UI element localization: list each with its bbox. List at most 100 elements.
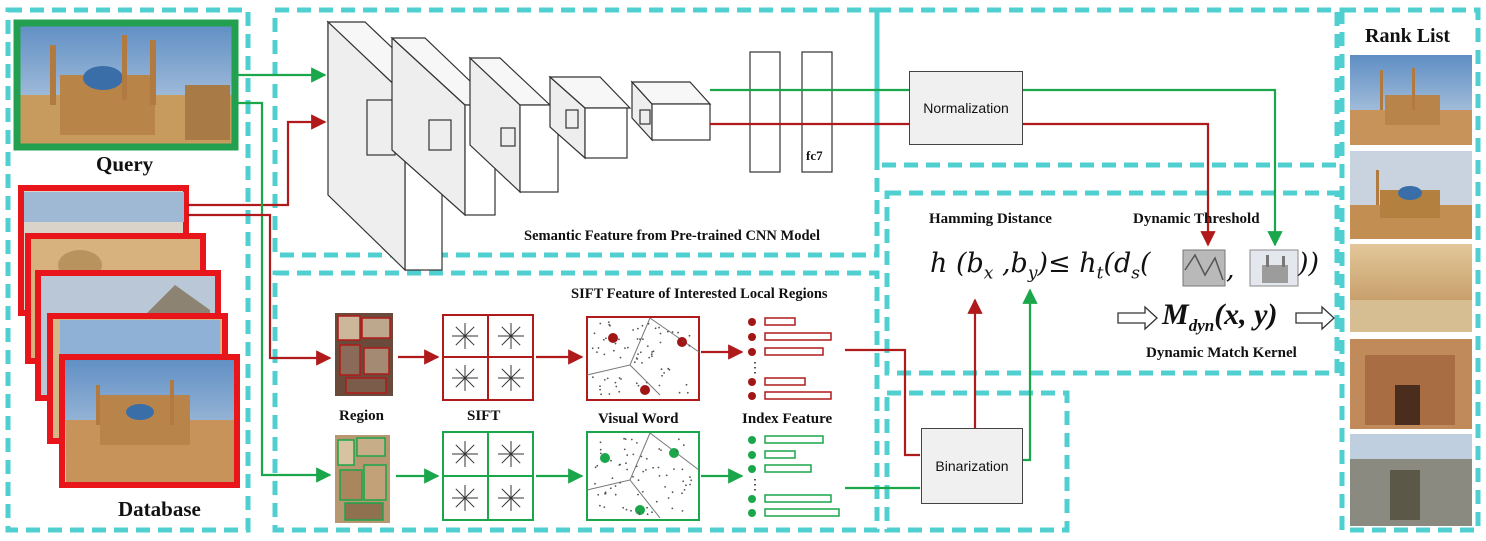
dynamic-threshold-label: Dynamic Threshold <box>1133 211 1260 227</box>
formula-mid: )≤ h <box>1037 248 1097 279</box>
scatter-point <box>599 388 601 391</box>
scatter-point <box>681 492 683 495</box>
scatter-point <box>640 455 643 458</box>
semantic-feature-label: Semantic Feature from Pre-trained CNN Mo… <box>524 228 820 244</box>
fc7-label: fc7 <box>806 148 823 163</box>
scatter-point <box>641 362 643 364</box>
scatter-point <box>689 476 691 478</box>
scatter-point <box>599 448 602 451</box>
scatter-point <box>654 327 657 330</box>
scatter-point <box>657 466 660 469</box>
formula-sub-x: x <box>983 263 994 284</box>
scatter-point <box>624 438 627 440</box>
binarization-box: Binarization <box>921 428 1023 504</box>
scatter-point <box>645 457 648 460</box>
scatter-point <box>642 470 645 473</box>
scatter-point <box>623 448 626 451</box>
scatter-point <box>664 486 666 488</box>
scatter-point <box>597 347 600 349</box>
scatter-point <box>651 355 653 358</box>
formula-close: )) <box>1298 248 1320 279</box>
scatter-point <box>635 465 638 468</box>
query-label: Query <box>96 152 154 176</box>
scatter-point <box>603 506 606 508</box>
sift-star-ray <box>510 335 521 346</box>
sift-star-ray <box>464 368 475 379</box>
scatter-point <box>636 338 639 340</box>
rank-list-label: Rank List <box>1365 25 1451 47</box>
rank-list-images <box>1350 55 1472 526</box>
sift-star-ray <box>501 497 512 508</box>
scatter-point <box>613 349 615 352</box>
scatter-point <box>689 483 691 486</box>
sift-descriptor-stars <box>452 323 524 511</box>
scatter-point <box>658 326 660 329</box>
kernel-arrows <box>1117 305 1335 331</box>
sift-star-ray <box>455 488 466 499</box>
scatter-point <box>625 508 628 511</box>
scatter-point <box>599 385 601 388</box>
sift-star-ray <box>510 444 521 455</box>
scatter-point <box>606 377 609 380</box>
sift-star-ray <box>464 335 475 346</box>
scatter-point <box>641 324 644 327</box>
scatter-point <box>671 491 674 494</box>
scatter-point <box>686 391 689 394</box>
sift-star-ray <box>464 444 475 455</box>
binarization-panel <box>884 390 1070 533</box>
scatter-point <box>681 468 684 471</box>
sift-star-ray <box>510 368 521 379</box>
scatter-point <box>635 357 638 360</box>
scatter-point <box>627 346 629 349</box>
scatter-point <box>604 491 607 494</box>
scatter-point <box>637 493 639 496</box>
scatter-point <box>655 500 658 503</box>
scatter-point <box>682 340 685 343</box>
scatter-point <box>639 338 641 341</box>
sift-star-ray <box>501 488 512 499</box>
scatter-point <box>646 506 648 509</box>
formula-separator: , <box>1226 254 1235 285</box>
scatter-point <box>596 351 598 353</box>
formula-thumbnails <box>1182 249 1299 287</box>
kernel-m: M <box>1162 298 1189 331</box>
scatter-point <box>660 449 662 451</box>
scatter-point <box>688 334 691 337</box>
cnn-layers <box>326 20 833 272</box>
sift-star-ray <box>510 326 521 337</box>
scatter-point <box>645 469 647 471</box>
sift-star-ray <box>455 453 466 464</box>
scatter-point <box>667 367 670 370</box>
scatter-point <box>614 493 617 496</box>
scatter-point <box>663 372 665 374</box>
formula-mid2: (d <box>1103 248 1132 279</box>
index-feature-green: ⋮ <box>748 435 840 517</box>
matching-panel <box>884 190 1340 376</box>
visual-word-points <box>591 321 693 516</box>
kernel-sub: dyn <box>1188 316 1215 335</box>
scatter-point <box>632 453 635 456</box>
scatter-point <box>619 463 622 466</box>
scatter-point <box>677 331 679 334</box>
scatter-point <box>645 381 648 384</box>
scatter-point <box>599 322 602 325</box>
index-feature-label: Index Feature <box>742 411 833 427</box>
sift-star-ray <box>510 453 521 464</box>
formula-sub-t: t <box>1096 263 1104 284</box>
scatter-point <box>619 356 622 359</box>
scatter-point <box>661 374 663 377</box>
hamming-threshold-formula: h (bx ,by)≤ ht(ds( <box>930 248 1151 283</box>
scatter-point <box>666 330 669 333</box>
scatter-point <box>659 332 662 335</box>
scatter-point <box>638 513 641 516</box>
scatter-point <box>658 448 661 450</box>
sift-star-ray <box>464 377 475 388</box>
scatter-point <box>620 378 622 380</box>
scatter-point <box>619 481 622 484</box>
scatter-point <box>678 391 681 394</box>
hamming-distance-label: Hamming Distance <box>929 211 1052 227</box>
scatter-point <box>607 321 610 323</box>
normalization-panel <box>874 7 1340 168</box>
scatter-point <box>592 376 594 379</box>
